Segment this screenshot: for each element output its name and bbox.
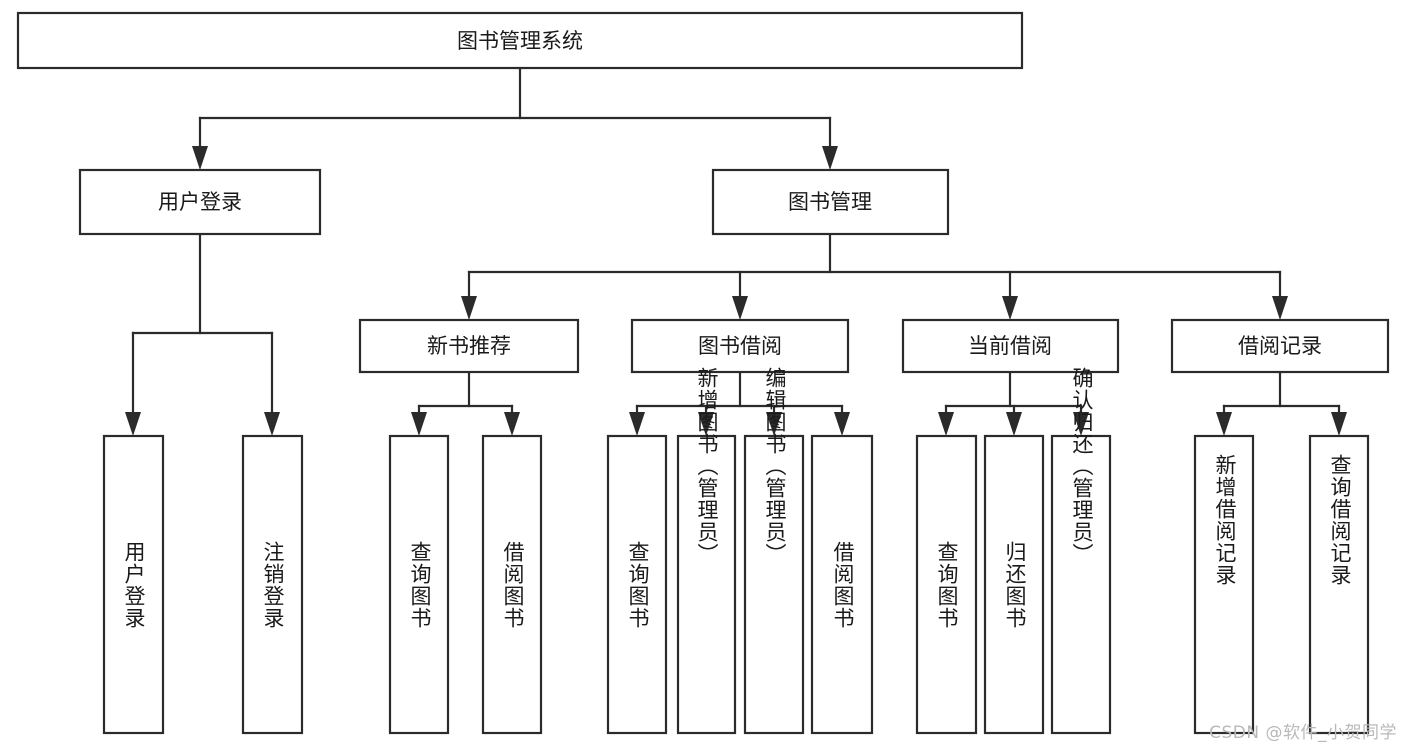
node-user-login[interactable]: 用户登录 <box>78 168 322 236</box>
node-new-book-recommend[interactable]: 新书推荐 <box>358 318 580 374</box>
leaf-user-login-logout-label: 注销登录 <box>261 541 285 629</box>
node-book-management-label: 图书管理 <box>788 190 872 214</box>
arrow-head-userlogin-leaf1 <box>125 412 141 436</box>
arrow-head-bookborrow-leaf2 <box>698 412 714 436</box>
arrow-head-newbook-leaf2 <box>504 412 520 436</box>
arrow-head-bookborrow-leaf3 <box>766 412 782 436</box>
leaf-borrow-record-query-label: 查询借阅记录 <box>1328 454 1352 586</box>
leaf-new-book-query-label: 查询图书 <box>408 541 432 629</box>
arrow-head-currentborrow-leaf1 <box>938 412 954 436</box>
leaf-book-borrow-query[interactable]: 查询图书 <box>606 434 668 735</box>
node-borrow-record-label: 借阅记录 <box>1238 334 1322 358</box>
leaf-current-borrow-query[interactable]: 查询图书 <box>915 434 978 735</box>
leaf-book-borrow-edit-label: 编辑图书（管理员） <box>763 367 787 565</box>
leaf-current-borrow-confirm[interactable]: 确认归还（管理员） <box>1050 367 1112 735</box>
arrow-head-newbook-leaf1 <box>411 412 427 436</box>
leaf-borrow-record-query[interactable]: 查询借阅记录 <box>1308 434 1370 735</box>
node-borrow-record[interactable]: 借阅记录 <box>1170 318 1390 374</box>
leaf-current-borrow-return-label: 归还图书 <box>1003 541 1027 629</box>
leaf-new-book-query[interactable]: 查询图书 <box>388 434 450 735</box>
leaf-user-login-login[interactable]: 用户登录 <box>102 434 165 735</box>
node-book-management[interactable]: 图书管理 <box>711 168 950 236</box>
leaf-current-borrow-return[interactable]: 归还图书 <box>983 434 1045 735</box>
leaf-new-book-borrow[interactable]: 借阅图书 <box>481 434 543 735</box>
node-current-borrow[interactable]: 当前借阅 <box>901 318 1120 374</box>
arrow-head-user-login <box>192 146 208 170</box>
node-current-borrow-label: 当前借阅 <box>968 334 1052 358</box>
arrow-head-book-manage <box>822 146 838 170</box>
leaf-book-borrow-query-label: 查询图书 <box>626 541 650 629</box>
leaf-book-borrow-borrow-label: 借阅图书 <box>831 541 855 629</box>
arrow-head-currentborrow-leaf2 <box>1006 412 1022 436</box>
arrow-head-borrowrecord-leaf2 <box>1331 412 1347 436</box>
leaf-borrow-record-add-label: 新增借阅记录 <box>1213 454 1237 586</box>
leaf-new-book-borrow-label: 借阅图书 <box>501 541 525 629</box>
node-new-book-recommend-label: 新书推荐 <box>427 334 511 358</box>
arrow-head-book-borrow <box>732 296 748 320</box>
arrow-head-userlogin-leaf2 <box>264 412 280 436</box>
node-book-borrow-label: 图书借阅 <box>698 334 782 358</box>
leaf-book-borrow-edit[interactable]: 编辑图书（管理员） <box>743 367 805 735</box>
leaf-current-borrow-query-label: 查询图书 <box>935 541 959 629</box>
leaf-user-login-logout[interactable]: 注销登录 <box>241 434 304 735</box>
leaf-current-borrow-confirm-label: 确认归还（管理员） <box>1070 367 1094 565</box>
connector-layer <box>125 66 1347 436</box>
arrow-head-borrow-record <box>1272 296 1288 320</box>
leaf-borrow-record-add[interactable]: 新增借阅记录 <box>1193 434 1255 735</box>
arrow-head-borrowrecord-leaf1 <box>1216 412 1232 436</box>
node-user-login-label: 用户登录 <box>158 190 242 214</box>
csdn-watermark: CSDN @软件_小贺同学 <box>1209 723 1397 743</box>
arrow-head-current-borrow <box>1002 296 1018 320</box>
leaf-book-borrow-borrow[interactable]: 借阅图书 <box>810 434 874 735</box>
leaf-book-borrow-add-label: 新增图书（管理员） <box>695 367 719 565</box>
node-root-book-management-system[interactable]: 图书管理系统 <box>16 11 1024 70</box>
arrow-head-currentborrow-leaf3 <box>1073 412 1089 436</box>
node-root-label: 图书管理系统 <box>457 29 583 53</box>
leaf-book-borrow-add[interactable]: 新增图书（管理员） <box>676 367 737 735</box>
arrow-head-new-book <box>461 296 477 320</box>
leaf-user-login-login-label: 用户登录 <box>122 541 146 629</box>
arrow-head-bookborrow-leaf1 <box>629 412 645 436</box>
node-book-borrow[interactable]: 图书借阅 <box>630 318 850 374</box>
arrow-head-bookborrow-leaf4 <box>834 412 850 436</box>
